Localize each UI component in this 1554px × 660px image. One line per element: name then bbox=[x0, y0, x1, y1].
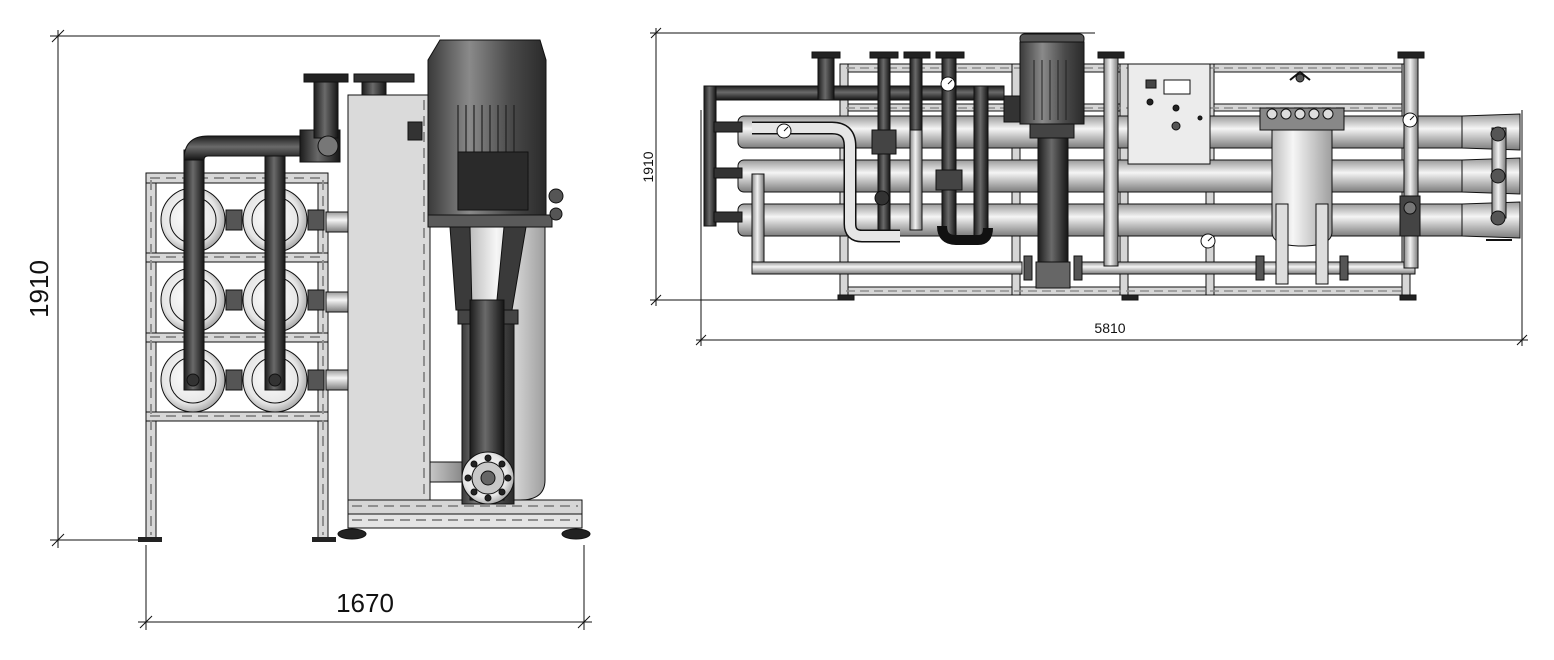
pressure-gauge-icon bbox=[776, 123, 792, 139]
side-right-instruments bbox=[1399, 126, 1512, 241]
front-height-dimension bbox=[50, 29, 440, 548]
membrane-rack bbox=[138, 172, 336, 542]
side-width-dimension bbox=[695, 110, 1528, 346]
front-dark-manifold bbox=[183, 73, 349, 391]
front-width-label: 1670 bbox=[336, 588, 394, 618]
front-pump-body bbox=[449, 226, 527, 505]
front-outlet-flange bbox=[461, 451, 515, 505]
pressure-gauge-icon bbox=[1402, 112, 1418, 128]
front-width-dimension bbox=[138, 545, 592, 630]
side-cartridge-filter bbox=[1259, 70, 1345, 285]
side-vertical-pump bbox=[1003, 33, 1085, 289]
side-height-label: 1910 bbox=[640, 151, 656, 182]
front-gauge-knobs bbox=[407, 121, 564, 221]
pressure-gauge-icon bbox=[940, 76, 956, 92]
side-view: 1910 5810 bbox=[640, 27, 1528, 346]
pump-skid-frame bbox=[337, 94, 591, 540]
side-width-label: 5810 bbox=[1094, 320, 1125, 336]
side-feed-piping bbox=[751, 51, 1507, 281]
side-height-dimension bbox=[650, 27, 1095, 306]
side-control-panel bbox=[1127, 63, 1211, 165]
front-height-label: 1910 bbox=[24, 260, 54, 318]
front-view: 1910 1670 bbox=[24, 29, 592, 630]
pressure-gauge-icon bbox=[1200, 233, 1216, 249]
side-pressure-gauges bbox=[776, 76, 1418, 249]
front-pump-motor bbox=[427, 39, 553, 228]
